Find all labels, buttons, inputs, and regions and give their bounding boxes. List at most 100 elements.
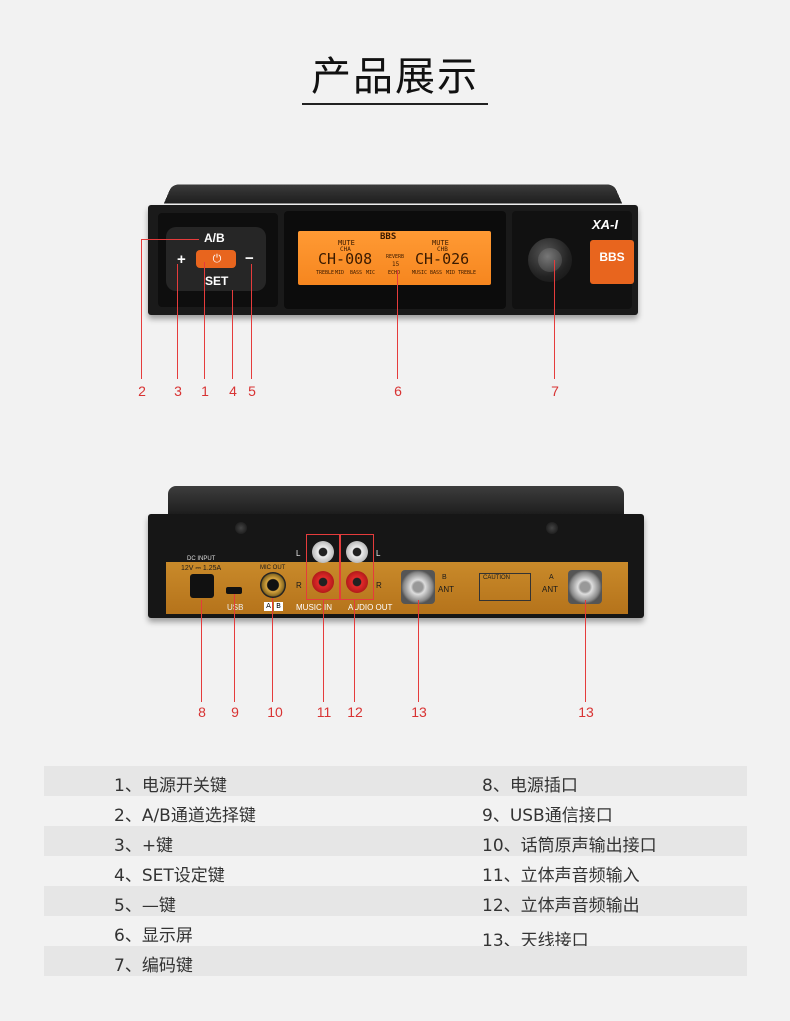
mic-out-b-tag: B bbox=[274, 602, 283, 611]
music-in-block bbox=[306, 534, 340, 600]
antenna-a-channel-tag: A bbox=[549, 574, 554, 581]
legend-item: 9、USB通信接口 bbox=[482, 806, 613, 826]
music-in-right-jack[interactable] bbox=[312, 571, 334, 593]
callout-13b-number: 13 bbox=[578, 704, 594, 720]
callout-12-number: 12 bbox=[347, 704, 363, 720]
callout-11-number: 11 bbox=[316, 704, 332, 720]
lcd-eq-right-2: BASS bbox=[430, 270, 443, 276]
legend-row: 1、电源开关键 8、电源插口 bbox=[44, 766, 747, 796]
lcd-eq-center: ECHO bbox=[388, 270, 401, 276]
callout-4-line bbox=[232, 290, 233, 379]
legend-row: 2、A/B通道选择键 9、USB通信接口 bbox=[44, 796, 747, 826]
encoder-knob[interactable] bbox=[538, 248, 562, 272]
callout-2-line bbox=[141, 239, 142, 379]
antenna-a-label: ANT bbox=[542, 585, 558, 594]
legend-row: 7、编码键 bbox=[44, 946, 747, 976]
callout-9-line bbox=[234, 594, 235, 702]
power-button[interactable] bbox=[196, 250, 236, 268]
screw-left bbox=[235, 522, 247, 534]
dc-input-label: DC INPUT bbox=[187, 556, 216, 562]
lcd-chb-label: CHB bbox=[437, 246, 448, 253]
lcd-brand: BBS bbox=[380, 232, 397, 242]
legend-item: 8、电源插口 bbox=[482, 776, 578, 796]
audio-out-left-jack[interactable] bbox=[346, 541, 368, 563]
callout-13a-line bbox=[418, 600, 419, 702]
brand-badge-text: BBS bbox=[599, 250, 625, 264]
callout-9-number: 9 bbox=[231, 704, 239, 720]
page-title: 产品展示 bbox=[311, 54, 479, 100]
ab-button[interactable]: A/B bbox=[204, 231, 225, 245]
lcd-eq-right-3: MID bbox=[446, 270, 456, 276]
dc-spec-label: 12V ⎓ 1.25A bbox=[181, 565, 222, 572]
screw-right bbox=[546, 522, 558, 534]
legend-item: 11、立体声音频输入 bbox=[482, 866, 640, 886]
legend-item: 7、编码键 bbox=[114, 956, 193, 976]
rca-l-label-left: L bbox=[296, 549, 301, 558]
title-underline bbox=[302, 103, 488, 105]
legend-row: 4、SET设定键 11、立体声音频输入 bbox=[44, 856, 747, 886]
legend-row: 3、+键 10、话筒原声输出接口 bbox=[44, 826, 747, 856]
callout-6-line bbox=[397, 270, 398, 379]
audio-out-right-jack[interactable] bbox=[346, 571, 368, 593]
antenna-b-connector[interactable] bbox=[401, 570, 435, 604]
set-button[interactable]: SET bbox=[205, 274, 229, 288]
caution-label: CAUTION bbox=[479, 573, 531, 601]
callout-10-line bbox=[272, 598, 273, 702]
antenna-b-channel-tag: B bbox=[442, 574, 447, 581]
lcd-mute-right: MUTE bbox=[432, 239, 449, 247]
rca-r-label-left: R bbox=[296, 581, 302, 590]
usb-label: USB bbox=[227, 603, 244, 612]
callout-11-line bbox=[323, 600, 324, 702]
lcd-channel-left: CH-008 bbox=[318, 250, 373, 268]
callout-2-number: 2 bbox=[138, 383, 146, 399]
mic-out-a-tag: A bbox=[264, 602, 273, 611]
callout-8-line bbox=[201, 600, 202, 702]
dc-power-jack[interactable] bbox=[190, 574, 214, 598]
lcd-mute-left: MUTE bbox=[338, 239, 355, 247]
rear-unit-top bbox=[168, 486, 624, 514]
callout-12-line bbox=[354, 600, 355, 702]
callout-10-number: 10 bbox=[267, 704, 283, 720]
callout-6-number: 6 bbox=[394, 383, 402, 399]
lcd-eq-left-2: MID bbox=[335, 270, 345, 276]
antenna-a-connector[interactable] bbox=[568, 570, 602, 604]
callout-13b-line bbox=[585, 600, 586, 702]
callout-3-number: 3 bbox=[174, 383, 182, 399]
callout-4-number: 4 bbox=[229, 383, 237, 399]
music-in-label: MUSIC IN bbox=[296, 603, 332, 612]
callout-3-line bbox=[177, 264, 178, 379]
mic-out-label: MIC OUT bbox=[260, 565, 286, 571]
lcd-eq-right-1: MUSIC bbox=[412, 270, 428, 276]
lcd-display bbox=[298, 231, 491, 285]
lcd-eq-left-3: BASS bbox=[350, 270, 363, 276]
callout-5-number: 5 bbox=[248, 383, 256, 399]
legend-item: 2、A/B通道选择键 bbox=[114, 806, 256, 826]
rca-l-label-right: L bbox=[376, 549, 381, 558]
minus-button[interactable]: − bbox=[245, 250, 254, 267]
antenna-b-label: ANT bbox=[438, 585, 454, 594]
audio-out-label: AUDIO OUT bbox=[348, 603, 393, 612]
rca-r-label-right: R bbox=[376, 581, 382, 590]
callout-2-hline bbox=[141, 239, 199, 240]
legend-item: 1、电源开关键 bbox=[114, 776, 227, 796]
legend-item: 4、SET设定键 bbox=[114, 866, 225, 886]
mic-out-jack[interactable] bbox=[260, 572, 286, 598]
callout-7-number: 7 bbox=[551, 383, 559, 399]
usb-port[interactable] bbox=[226, 587, 242, 594]
legend-row: 6、显示屏 13、天线接口 bbox=[44, 916, 747, 951]
lcd-eq-left-4: MIC bbox=[366, 270, 376, 276]
callout-1-line bbox=[204, 262, 205, 379]
callout-1-number: 1 bbox=[201, 383, 209, 399]
front-unit-top bbox=[163, 184, 623, 204]
music-in-left-jack[interactable] bbox=[312, 541, 334, 563]
lcd-eq-right-4: TREBLE bbox=[458, 270, 477, 276]
callout-13a-number: 13 bbox=[411, 704, 427, 720]
rear-connector-plate bbox=[166, 562, 628, 614]
legend-item: 12、立体声音频输出 bbox=[482, 896, 640, 916]
legend-item: 10、话筒原声输出接口 bbox=[482, 836, 657, 856]
callout-5-line bbox=[251, 264, 252, 379]
lcd-reverb-value: 15 bbox=[392, 261, 400, 268]
lcd-channel-right: CH-026 bbox=[415, 250, 470, 268]
plus-button[interactable]: + bbox=[177, 251, 186, 268]
brand-badge bbox=[590, 240, 634, 284]
